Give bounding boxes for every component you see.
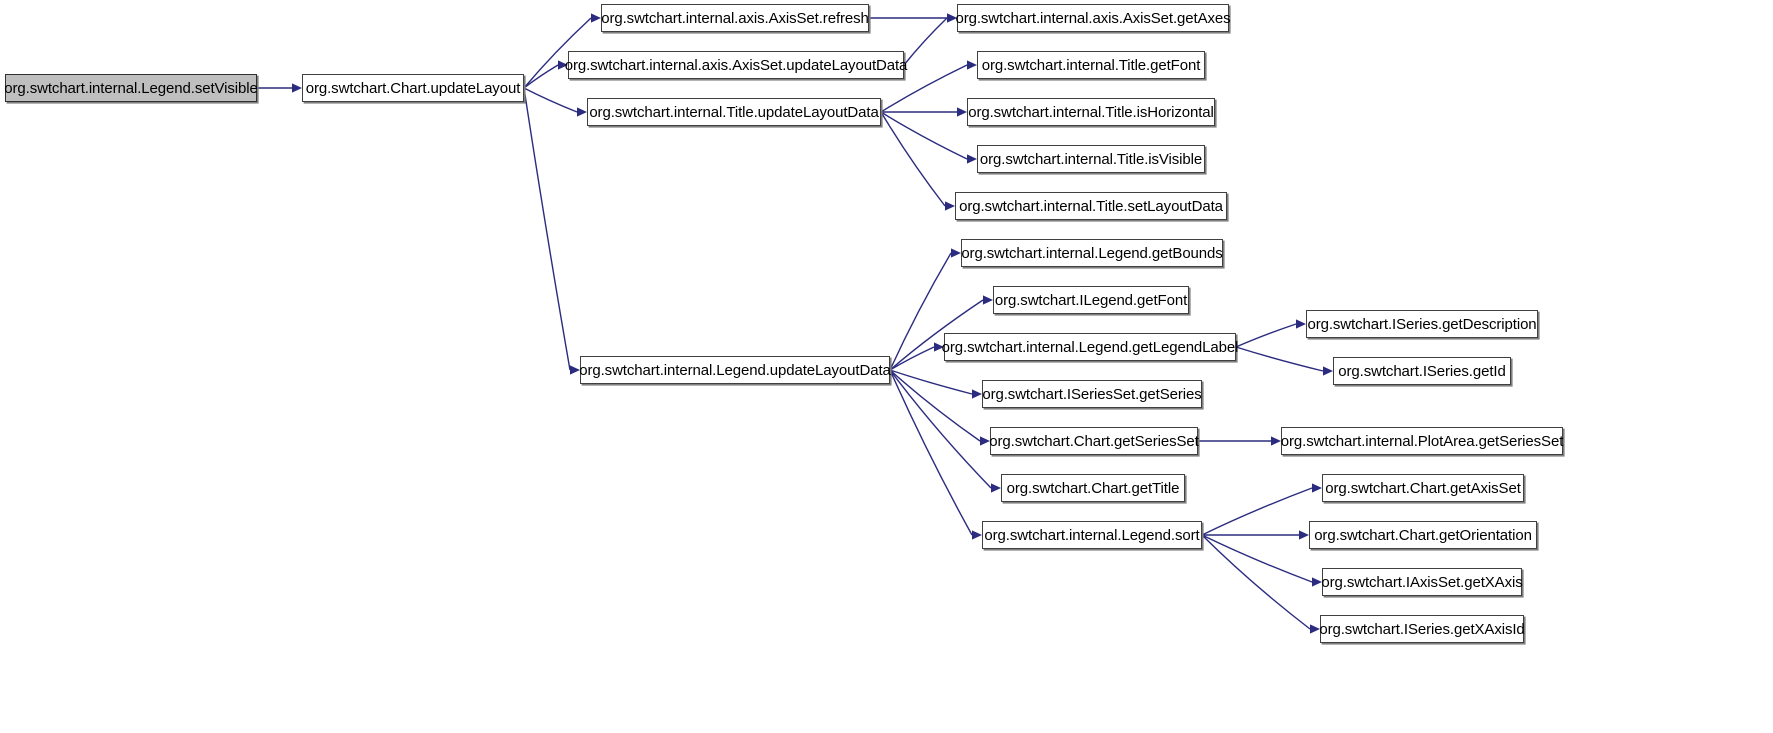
graph-node[interactable]: org.swtchart.ISeries.getId (1333, 357, 1511, 385)
graph-node[interactable]: org.swtchart.internal.PlotArea.getSeries… (1281, 427, 1563, 455)
graph-edge (889, 369, 973, 395)
graph-node[interactable]: org.swtchart.internal.Legend.getLegendLa… (942, 333, 1238, 361)
graph-node-label: org.swtchart.internal.Legend.sort (984, 526, 1200, 544)
graph-node-label: org.swtchart.internal.axis.AxisSet.refre… (601, 9, 869, 27)
graph-node-label: org.swtchart.internal.axis.AxisSet.getAx… (955, 9, 1231, 27)
graph-node-label: org.swtchart.Chart.updateLayout (305, 79, 521, 97)
graph-node[interactable]: org.swtchart.internal.axis.AxisSet.getAx… (955, 4, 1231, 32)
graph-edge (889, 369, 973, 536)
graph-node[interactable]: org.swtchart.ISeries.getDescription (1306, 310, 1538, 338)
graph-node[interactable]: org.swtchart.Chart.getTitle (1001, 474, 1185, 502)
graph-node[interactable]: org.swtchart.ILegend.getFont (993, 286, 1189, 314)
graph-node[interactable]: org.swtchart.internal.Title.getFont (977, 51, 1205, 79)
graph-node[interactable]: org.swtchart.Chart.getSeriesSet (989, 427, 1199, 455)
graph-node-label: org.swtchart.internal.Title.isHorizontal (968, 103, 1214, 121)
graph-node[interactable]: org.swtchart.internal.Title.isHorizontal (967, 98, 1215, 126)
graph-node-label: org.swtchart.internal.Title.getFont (981, 56, 1201, 74)
graph-node[interactable]: org.swtchart.internal.Title.setLayoutDat… (955, 192, 1227, 220)
graph-node-label: org.swtchart.internal.Title.updateLayout… (589, 103, 879, 121)
graph-edge (1201, 534, 1313, 583)
graph-node-label: org.swtchart.ISeries.getDescription (1307, 315, 1537, 333)
graph-node[interactable]: org.swtchart.internal.Legend.updateLayou… (579, 356, 891, 384)
graph-node[interactable]: org.swtchart.internal.Legend.getBounds (961, 239, 1223, 267)
graph-edge (1201, 534, 1311, 630)
graph-node[interactable]: org.swtchart.IAxisSet.getXAxis (1321, 568, 1523, 596)
graph-node-label: org.swtchart.Chart.getAxisSet (1325, 479, 1521, 497)
graph-node-label: org.swtchart.internal.axis.AxisSet.updat… (564, 56, 908, 74)
graph-node-label: org.swtchart.internal.Title.isVisible (979, 150, 1203, 168)
graph-node[interactable]: org.swtchart.ISeries.getXAxisId (1319, 615, 1525, 643)
graph-node[interactable]: org.swtchart.internal.axis.AxisSet.refre… (601, 4, 869, 32)
graph-node[interactable]: org.swtchart.Chart.getOrientation (1309, 521, 1537, 549)
graph-edge (889, 369, 981, 442)
graph-node-label: org.swtchart.internal.Legend.getBounds (961, 244, 1223, 262)
graph-edge (880, 111, 968, 160)
graph-node-root[interactable]: org.swtchart.internal.Legend.setVisible (4, 74, 258, 102)
graph-node-label: org.swtchart.internal.Title.setLayoutDat… (959, 197, 1223, 215)
graph-node-label: org.swtchart.Chart.getSeriesSet (989, 432, 1199, 450)
graph-edge (1201, 487, 1313, 536)
graph-node-label: org.swtchart.Chart.getTitle (1006, 479, 1180, 497)
graph-node[interactable]: org.swtchart.internal.axis.AxisSet.updat… (565, 51, 907, 79)
graph-node-label: org.swtchart.ISeries.getXAxisId (1319, 620, 1525, 638)
graph-node[interactable]: org.swtchart.internal.Title.updateLayout… (587, 98, 881, 126)
graph-node-label: org.swtchart.IAxisSet.getXAxis (1321, 573, 1523, 591)
graph-node-label: org.swtchart.internal.PlotArea.getSeries… (1280, 432, 1564, 450)
graph-edge (523, 87, 578, 113)
graph-node[interactable]: org.swtchart.internal.Legend.sort (982, 521, 1202, 549)
graph-node-label: org.swtchart.ISeries.getId (1338, 362, 1506, 380)
graph-node[interactable]: org.swtchart.internal.Title.isVisible (977, 145, 1205, 173)
graph-node[interactable]: org.swtchart.Chart.getAxisSet (1322, 474, 1524, 502)
graph-node[interactable]: org.swtchart.Chart.updateLayout (302, 74, 524, 102)
graph-node-label: org.swtchart.ILegend.getFont (994, 291, 1188, 309)
graph-node-label: org.swtchart.internal.Legend.getLegendLa… (941, 338, 1239, 356)
graph-node-label: org.swtchart.ISeriesSet.getSeries (982, 385, 1202, 403)
graph-node-label: org.swtchart.internal.Legend.setVisible (4, 79, 258, 97)
graph-edge (523, 87, 571, 371)
graph-edge (1235, 346, 1324, 372)
graph-node[interactable]: org.swtchart.ISeriesSet.getSeries (982, 380, 1202, 408)
graph-node-label: org.swtchart.Chart.getOrientation (1314, 526, 1532, 544)
graph-node-label: org.swtchart.internal.Legend.updateLayou… (579, 361, 891, 379)
graph-edge (880, 111, 946, 207)
